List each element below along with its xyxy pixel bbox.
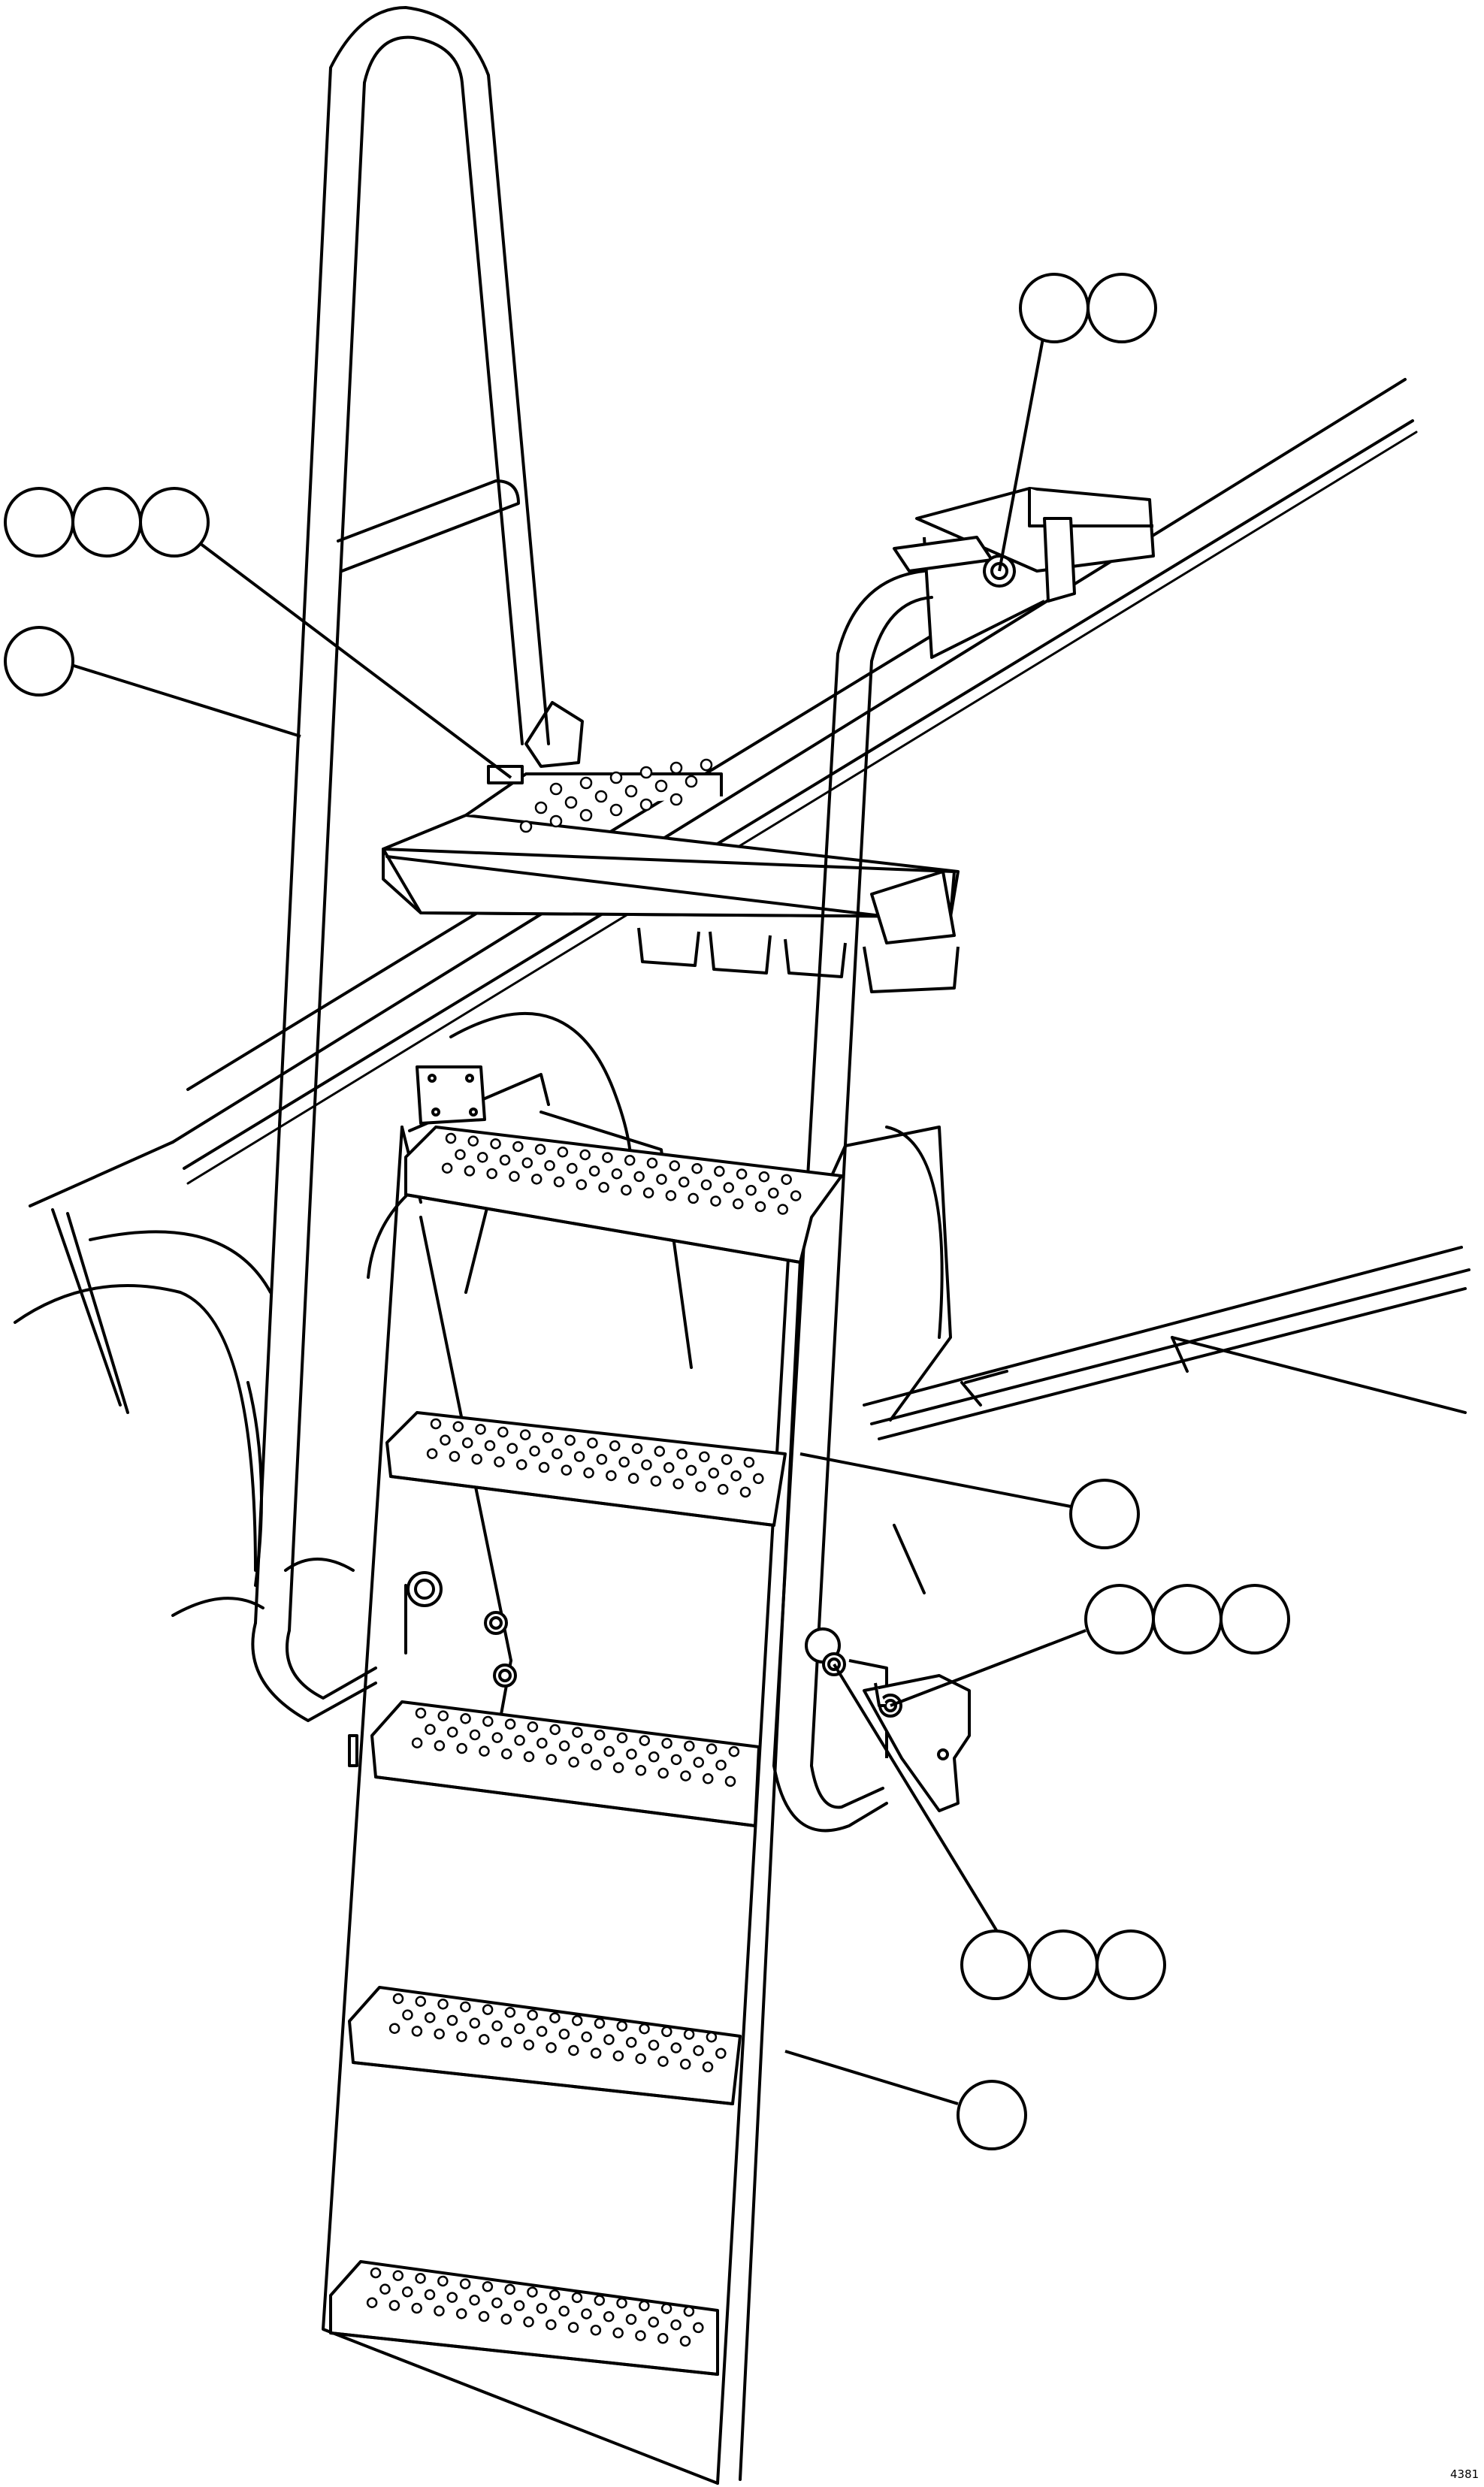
handrail: [251, 6, 933, 1833]
ladder-step-3: [370, 1700, 760, 1827]
callout-right-triple-upper: [890, 1584, 1290, 1707]
ladder: [322, 1065, 952, 2485]
upper-platform-perforations: [519, 758, 713, 833]
upper-platform: [382, 701, 960, 993]
side-plate-bolts: [407, 1571, 517, 1688]
ladder-step-5: [329, 2260, 719, 2376]
step-perforations: [366, 1132, 802, 2347]
callout-lower-right-single: [784, 2050, 1027, 2150]
callout-left-single: [4, 626, 301, 738]
callout-upper-left-triple: [4, 487, 512, 779]
pivot-bracket: [805, 1627, 971, 1812]
callout-middle-right-single: [799, 1452, 1140, 1549]
top-mount-bracket: [893, 487, 1155, 659]
ladder-step-4: [348, 1986, 742, 2105]
callout-top-right: [998, 273, 1157, 572]
figure-corner-code: 4381: [1450, 2467, 1479, 2481]
callout-right-triple-lower: [833, 1663, 1166, 2000]
machine-frame: [14, 378, 1470, 1617]
